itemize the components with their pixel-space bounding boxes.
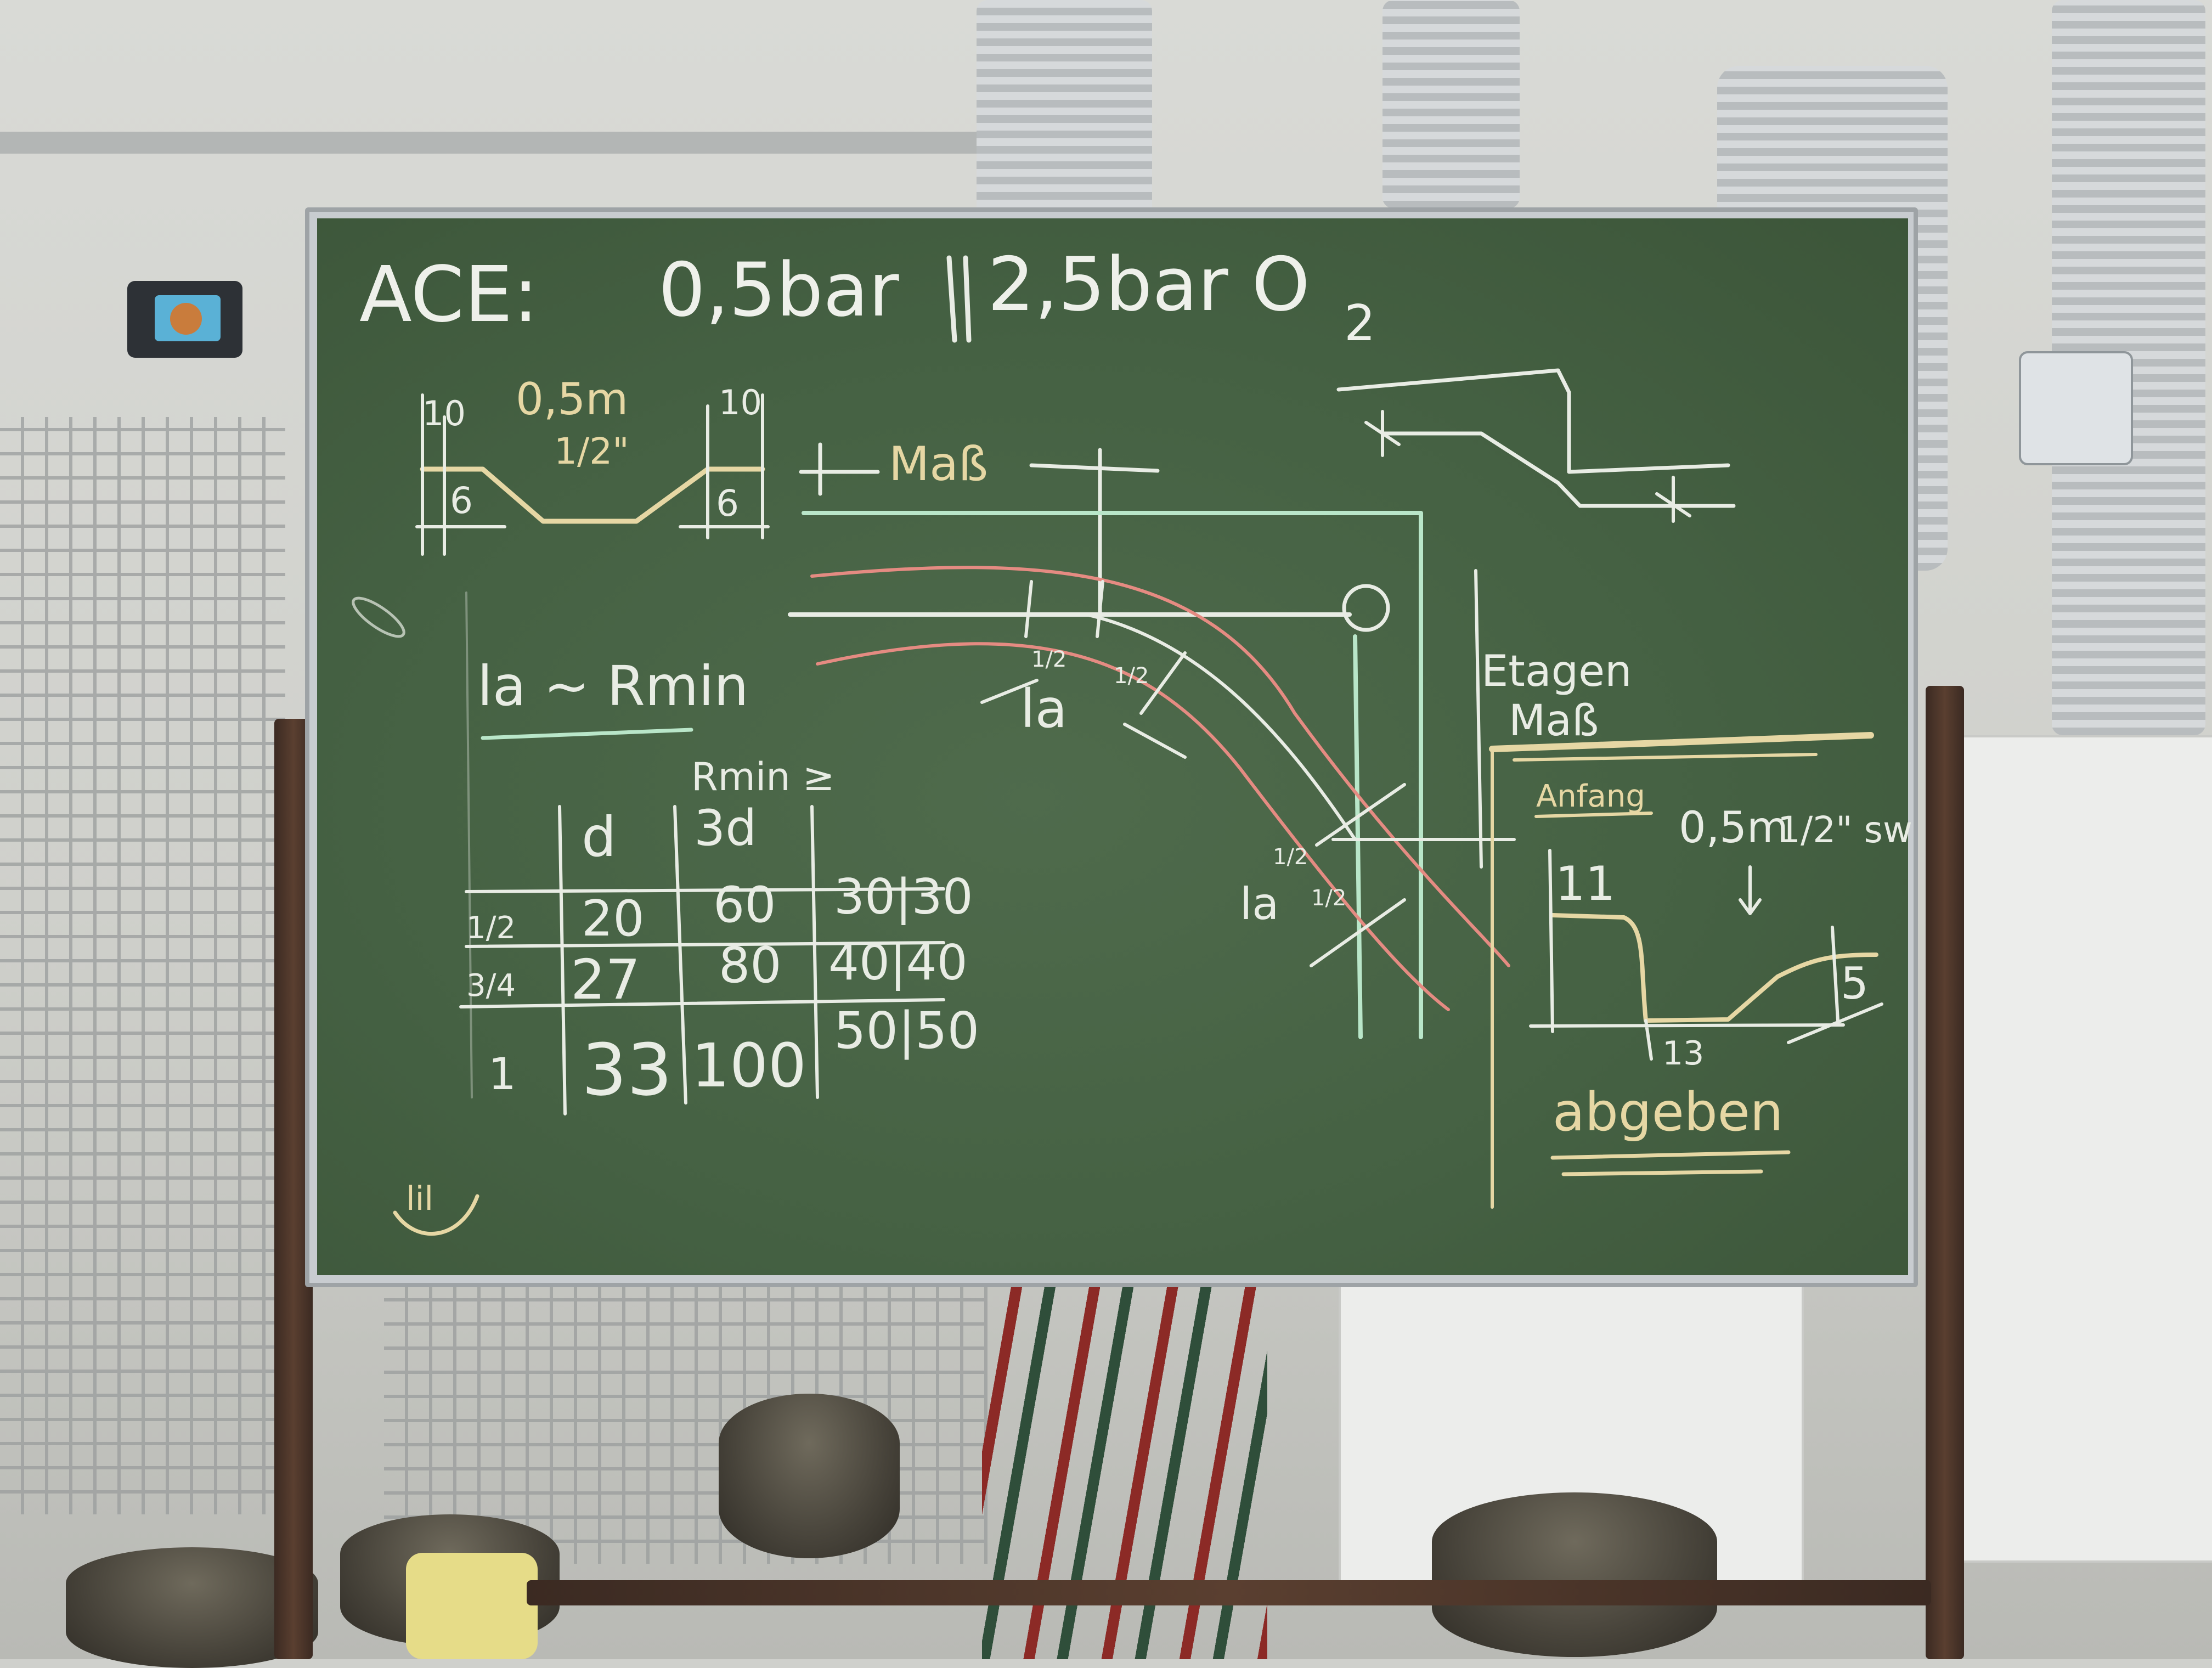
title-subscript: 2	[1344, 295, 1375, 352]
la-low-right: 1/2	[1311, 886, 1346, 911]
la-mid-right: 1/2	[1114, 663, 1149, 689]
bucket-3	[719, 1394, 900, 1558]
etagen-underline	[1489, 732, 1874, 752]
wall-sensor	[127, 281, 242, 358]
tl-left-ticks	[415, 393, 506, 556]
row1-d: 20	[582, 890, 645, 948]
dim-11: 11	[1555, 856, 1615, 911]
etagen-label: Etagen	[1481, 647, 1632, 696]
duct-mid	[1383, 0, 1520, 208]
erased-vertical	[465, 591, 473, 1098]
tl-dim-right: 10	[719, 382, 762, 422]
row3-r: 100	[691, 1030, 806, 1101]
tl-pipe-profile	[420, 466, 765, 524]
rb-ticks	[1529, 849, 1883, 1061]
la-low-top: 1/2	[1273, 844, 1308, 870]
bucket-4	[1432, 1492, 1717, 1657]
la-mid-left: 1/2	[1031, 647, 1066, 672]
tl-dim-left: 10	[422, 393, 466, 433]
anfang-underline	[1534, 812, 1653, 818]
title-pressure-1: 0,5bar	[658, 247, 899, 333]
row2-d: 27	[571, 948, 640, 1012]
title-ace: ACE:	[359, 250, 539, 340]
pressure-gauge	[2019, 351, 2133, 465]
mass-dim-line	[799, 442, 1160, 617]
bend-center-circle	[1342, 584, 1390, 632]
pipe-vertical-inner	[1353, 634, 1363, 1039]
bend-white-arc	[1085, 613, 1357, 841]
bend-red-inner	[816, 642, 1450, 1011]
rb-pipe-profile	[1550, 913, 1878, 1023]
duct-center	[977, 0, 1152, 230]
bend-red-outer	[810, 566, 1510, 967]
anfang-size: 1/2" sw	[1778, 809, 1912, 851]
row1-pair: 30|30	[834, 869, 973, 926]
row3-pair: 50|50	[834, 1001, 979, 1060]
abgeben-label: abgeben	[1553, 1081, 1784, 1143]
row2-pair: 40|40	[828, 934, 968, 991]
table-vline-2	[673, 805, 687, 1105]
row3-size: 1	[488, 1049, 516, 1100]
tl-depth-right: 6	[716, 482, 739, 525]
la-mid: la	[1020, 678, 1068, 740]
row1-size: 1/2	[466, 910, 516, 946]
table-underline	[481, 728, 693, 740]
row1-r: 60	[713, 876, 776, 934]
mesh-fence-left	[0, 417, 285, 1514]
row3-d: 33	[582, 1028, 672, 1112]
mass-label: Maß	[889, 437, 988, 492]
tl-length: 0,5m	[516, 374, 628, 425]
bend-ticks-mid	[980, 580, 1187, 759]
anfang-label: Anfang	[1536, 779, 1645, 814]
pipe-top-line	[802, 511, 1423, 1039]
la-low: la	[1240, 878, 1279, 929]
tl-right-ticks	[679, 393, 770, 539]
stand-post-right	[1926, 686, 1964, 1659]
cable-rail	[0, 132, 988, 154]
tr-ticks	[1364, 410, 1691, 523]
table-hline-3	[459, 998, 945, 1008]
tl-depth-left: 6	[450, 480, 473, 522]
table-vline-1	[558, 805, 567, 1115]
bend-ticks-low	[1310, 569, 1516, 967]
smiley-eyes: lil	[406, 1180, 433, 1218]
table-hline-1	[465, 887, 945, 893]
dim-5: 5	[1841, 958, 1869, 1009]
title-pressure-2: 2,5bar O	[988, 241, 1310, 328]
yellow-cloth	[406, 1553, 538, 1659]
row2-size: 3/4	[466, 968, 516, 1004]
etagen-underline-2	[1513, 753, 1818, 762]
table-vline-3	[810, 805, 819, 1099]
eraser-smudge	[352, 596, 405, 638]
title-divider-2	[963, 255, 972, 343]
row2-r: 80	[719, 937, 782, 994]
table-hline-2	[465, 941, 945, 948]
title-divider	[946, 255, 957, 343]
anfang-length: 0,5m	[1679, 803, 1788, 853]
rmin-header: Rmin ≥	[691, 754, 835, 799]
rb-arrow-down	[1739, 865, 1762, 915]
tl-size: 1/2"	[554, 430, 629, 472]
rmin-header-3d: 3d	[694, 799, 757, 857]
tr-step-lower	[1380, 431, 1736, 508]
col-d-header: d	[582, 805, 616, 869]
la-rmin-label: la ~ Rmin	[477, 654, 748, 718]
abgeben-underline	[1550, 1150, 1791, 1176]
dim-13: 13	[1662, 1034, 1704, 1073]
stand-crossbar	[527, 1580, 1931, 1605]
sensor-dial	[170, 303, 202, 335]
smiley-mouth	[393, 1194, 479, 1236]
tr-step-profile	[1336, 368, 1730, 474]
etagen-mass-label: Maß	[1509, 696, 1599, 746]
cabinet-right	[1953, 735, 2212, 1563]
